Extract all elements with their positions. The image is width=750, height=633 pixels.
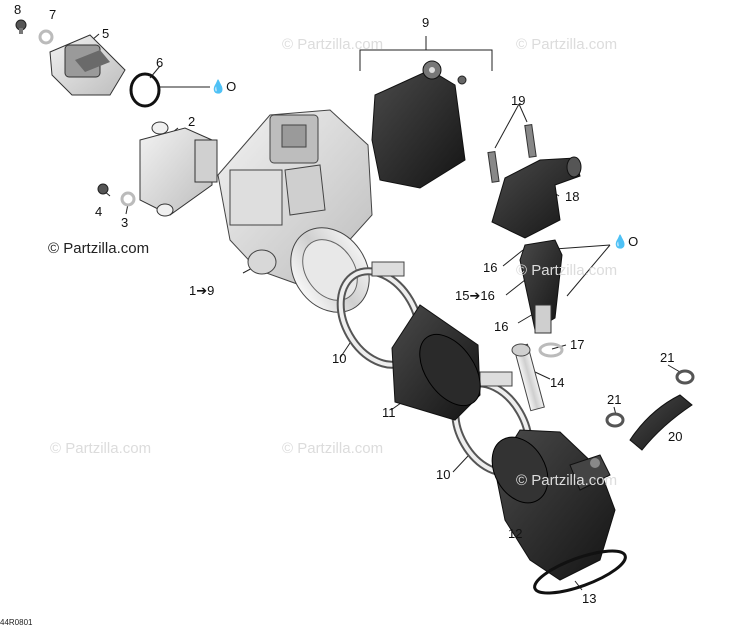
- callout-8: 8: [14, 2, 22, 17]
- callout-10: 10: [436, 467, 451, 482]
- callout-1-9: 1➔9: [189, 283, 215, 298]
- screw-part-8: [15, 19, 27, 34]
- cover-part-9: [371, 60, 467, 189]
- callout-14: 14: [550, 375, 565, 390]
- clamp-part-21: [605, 369, 695, 428]
- intake-part-12: [491, 429, 616, 581]
- callout-16: 16: [494, 319, 509, 334]
- gasket-part-13: [533, 549, 627, 595]
- washer-part-7: [38, 29, 54, 45]
- washer-part-3: [120, 191, 136, 207]
- watermark-primary: © Partzilla.com: [48, 240, 150, 257]
- callout-10: 10: [332, 351, 347, 366]
- lubricant-icon: 💧O: [612, 234, 639, 249]
- callout-11: 11: [382, 405, 396, 420]
- sensor-part-2: [139, 121, 218, 217]
- hose-part-20: [629, 394, 693, 451]
- callout-5: 5: [102, 26, 110, 41]
- callout-2: 2: [188, 114, 196, 129]
- screw-part-19: [487, 124, 537, 183]
- watermark: © Partzilla.com: [516, 472, 618, 489]
- screw-part-4: [97, 183, 109, 195]
- callout-9: 9: [422, 15, 430, 30]
- fuel-rail-part-18: [491, 156, 582, 239]
- callout-12: 12: [508, 526, 523, 541]
- throttle-body-assembly: [217, 109, 373, 313]
- callout-3: 3: [121, 215, 129, 230]
- callout-15-16: 15➔16: [455, 288, 495, 303]
- watermark: © Partzilla.com: [282, 440, 384, 457]
- sensor-part-5: [49, 34, 126, 96]
- sleeve-part-11: [391, 304, 481, 421]
- callout-7: 7: [49, 7, 57, 22]
- o-ring-part-6: [129, 72, 161, 108]
- callout-13: 13: [582, 591, 597, 606]
- watermark: © Partzilla.com: [282, 36, 384, 53]
- injector-part-16: [519, 239, 563, 334]
- callout-6: 6: [156, 55, 164, 70]
- lubricant-icon: 💧O: [210, 79, 237, 94]
- watermark: © Partzilla.com: [516, 262, 618, 279]
- callout-16: 16: [483, 260, 498, 275]
- callout-19: 19: [511, 93, 526, 108]
- drawing-code: 44R0801: [0, 618, 33, 627]
- bolt-part-14: [511, 343, 545, 412]
- washer-part-17: [538, 342, 564, 358]
- callout-20: 20: [668, 429, 683, 444]
- callout-21: 21: [607, 392, 622, 407]
- watermark: © Partzilla.com: [516, 36, 618, 53]
- callout-17: 17: [570, 337, 585, 352]
- callout-4: 4: [95, 204, 103, 219]
- watermark: © Partzilla.com: [50, 440, 152, 457]
- callout-21: 21: [660, 350, 675, 365]
- callout-18: 18: [565, 189, 580, 204]
